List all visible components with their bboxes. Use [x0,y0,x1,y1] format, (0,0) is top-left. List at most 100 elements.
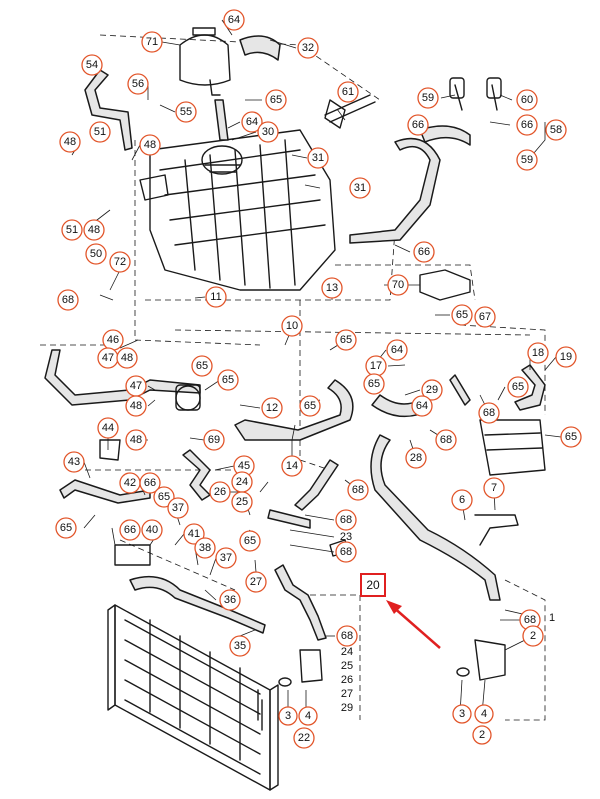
callout-71: 71 [141,31,163,53]
svg-text:61: 61 [342,86,354,98]
svg-text:32: 32 [302,42,314,54]
svg-text:31: 31 [354,182,366,194]
svg-text:51: 51 [66,224,78,236]
svg-text:2: 2 [479,729,485,741]
svg-text:4: 4 [481,708,487,720]
svg-text:46: 46 [107,334,119,346]
callout-68: 68 [57,289,79,311]
svg-text:24: 24 [236,476,248,488]
svg-text:27: 27 [250,576,262,588]
svg-text:68: 68 [340,546,352,558]
svg-text:54: 54 [86,59,98,71]
svg-text:31: 31 [312,152,324,164]
svg-text:65: 65 [512,381,524,393]
callout-4: 4 [474,704,494,724]
callout-3: 3 [278,706,298,726]
svg-text:4: 4 [305,710,311,722]
svg-text:65: 65 [304,400,316,412]
callout-70: 70 [387,274,409,296]
callout-17: 17 [365,355,387,377]
svg-text:44: 44 [102,422,114,434]
callout-64: 64 [386,339,408,361]
callout-44: 44 [97,417,119,439]
callout-60: 60 [516,89,538,111]
svg-text:65: 65 [368,378,380,390]
callout-64: 64 [223,9,245,31]
svg-text:68: 68 [341,630,353,642]
callout-36: 36 [219,589,241,611]
svg-text:66: 66 [124,524,136,536]
callout-48: 48 [125,395,147,417]
svg-text:22: 22 [298,732,310,744]
svg-text:48: 48 [144,139,156,151]
callout-31: 31 [349,177,371,199]
callout-7: 7 [483,477,505,499]
callout-68: 68 [478,402,500,424]
callout-30: 30 [257,121,279,143]
callout-27: 27 [245,571,267,593]
svg-text:55: 55 [180,106,192,118]
svg-text:50: 50 [90,248,102,260]
expansion-tank [179,27,231,96]
svg-text:17: 17 [370,360,382,372]
highlight-box [360,573,386,597]
svg-text:47: 47 [102,352,114,364]
svg-text:48: 48 [64,136,76,148]
callout-37: 37 [167,497,189,519]
svg-text:35: 35 [234,640,246,652]
callout-68: 68 [347,479,369,501]
svg-text:18: 18 [532,347,544,359]
callout-72: 72 [109,251,131,273]
callout-59: 59 [417,87,439,109]
svg-text:13: 13 [326,282,338,294]
callout-26: 26 [209,481,231,503]
callout-58: 58 [545,119,567,141]
callouts: 64 71 32 54 56 55 65 48 51 48 61 59 60 6… [55,9,582,749]
callout-48: 48 [116,347,138,369]
highlight-arrowhead [386,600,402,614]
svg-text:27: 27 [341,688,353,700]
svg-text:24: 24 [341,646,353,658]
svg-text:56: 56 [132,78,144,90]
callout-67: 67 [474,306,496,328]
svg-text:64: 64 [246,116,258,128]
svg-text:68: 68 [483,407,495,419]
svg-text:68: 68 [340,514,352,526]
svg-text:66: 66 [144,477,156,489]
svg-text:65: 65 [565,431,577,443]
svg-text:48: 48 [121,352,133,364]
svg-text:38: 38 [199,542,211,554]
svg-text:51: 51 [94,126,106,138]
callout-1: 1 [549,612,555,624]
svg-text:72: 72 [114,256,126,268]
svg-text:65: 65 [244,535,256,547]
callout-65: 65 [451,304,473,326]
svg-text:43: 43 [68,456,80,468]
callout-64: 64 [241,111,263,133]
callout-51: 51 [89,121,111,143]
callout-65: 65 [239,530,261,552]
svg-text:36: 36 [224,594,236,606]
callout-4: 4 [298,706,318,726]
callout-14: 14 [281,455,303,477]
svg-text:65: 65 [456,309,468,321]
callout-69: 69 [203,429,225,451]
callout-46: 46 [102,329,124,351]
svg-text:70: 70 [392,279,404,291]
callout-37: 37 [215,547,237,569]
callout-65: 65 [265,89,287,111]
callout-48: 48 [125,429,147,451]
callout-26: 26 [341,674,353,686]
svg-text:68: 68 [352,484,364,496]
svg-text:6: 6 [459,494,465,506]
callout-31: 31 [307,147,329,169]
callout-65: 65 [507,376,529,398]
callout-35: 35 [229,635,251,657]
callout-22: 22 [293,727,315,749]
svg-text:37: 37 [220,552,232,564]
callout-45: 45 [233,455,255,477]
callout-56: 56 [127,73,149,95]
callout-65: 65 [560,426,582,448]
svg-text:67: 67 [479,311,491,323]
